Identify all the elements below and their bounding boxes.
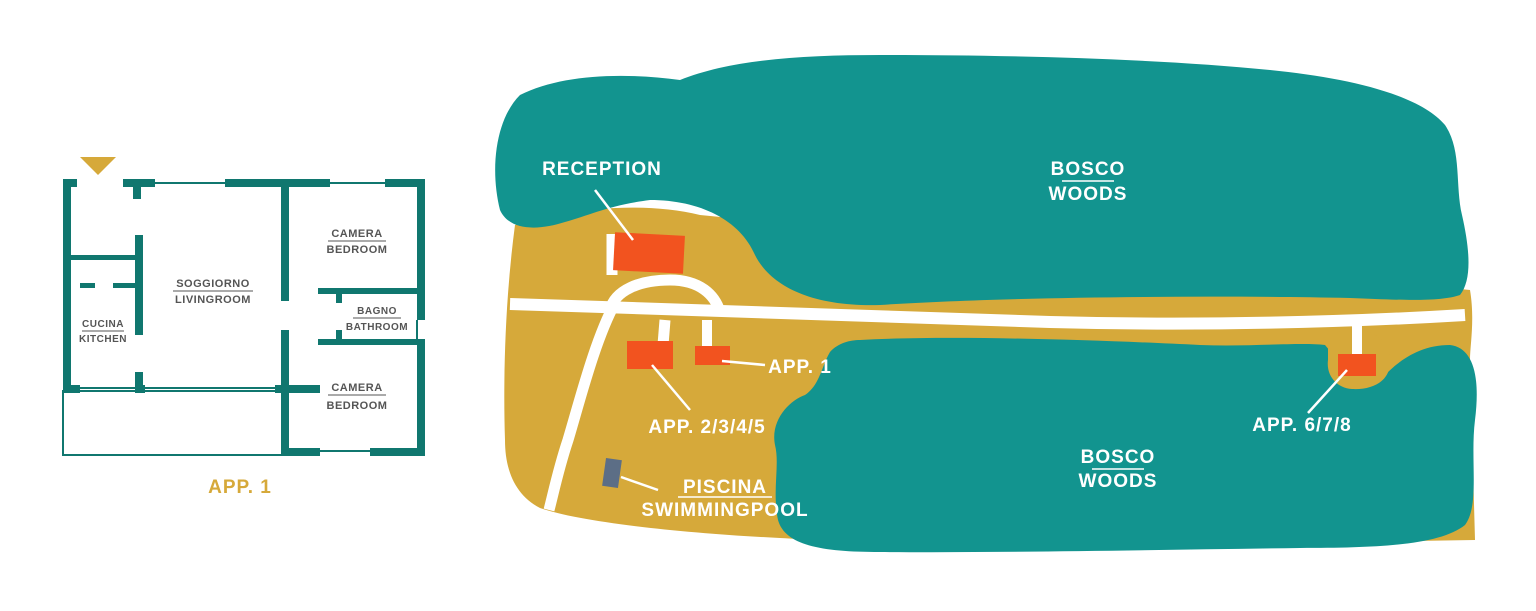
woods-bottom <box>774 337 1477 553</box>
label-woods-top-en: WOODS <box>1049 184 1128 205</box>
site-map: RECEPTION BOSCO WOODS APP. 1 APP. 2/3/4/… <box>495 55 1477 553</box>
app1-building[interactable] <box>695 346 730 365</box>
label-reception: RECEPTION <box>542 159 662 180</box>
reception-building[interactable] <box>613 232 685 274</box>
label-pool-en: SWIMMINGPOOL <box>641 500 808 521</box>
room-label-bathroom-it: BAGNO <box>357 306 397 317</box>
roads <box>509 234 1466 512</box>
label-pool-it: PISCINA <box>683 477 767 498</box>
window-lines <box>80 182 418 452</box>
room-label-bedroom-bottom-it: CAMERA <box>331 382 382 394</box>
road-app2345 <box>657 319 671 346</box>
floorplan-caption: APP. 1 <box>208 477 272 498</box>
label-app2345: APP. 2/3/4/5 <box>648 417 765 438</box>
label-woods-bottom-en: WOODS <box>1079 471 1158 492</box>
woods-top <box>495 55 1469 306</box>
room-label-living-en: LIVINGROOM <box>175 294 251 306</box>
label-app678: APP. 6/7/8 <box>1252 415 1351 436</box>
main-road <box>509 298 1466 330</box>
label-woods-top-it: BOSCO <box>1051 159 1126 180</box>
room-label-bedroom-top-en: BEDROOM <box>327 244 388 256</box>
road-south <box>543 300 620 512</box>
swimming-pool[interactable] <box>602 458 622 488</box>
room-label-living-it: SOGGIORNO <box>176 278 250 290</box>
label-app1: APP. 1 <box>768 357 832 378</box>
room-label-kitchen-en: KITCHEN <box>79 334 127 345</box>
leader-lines <box>594 189 1348 492</box>
app2345-building[interactable] <box>627 341 673 369</box>
terrace-outline <box>62 390 286 456</box>
road-loop <box>604 274 726 314</box>
walls <box>63 179 425 456</box>
room-label-kitchen-it: CUCINA <box>82 319 124 330</box>
room-label-bathroom-en: BATHROOM <box>346 322 408 333</box>
entrance-triangle-icon <box>80 157 116 175</box>
room-label-bedroom-top-it: CAMERA <box>331 228 382 240</box>
label-woods-bottom-it: BOSCO <box>1081 447 1156 468</box>
room-label-bedroom-bottom-en: BEDROOM <box>327 400 388 412</box>
floor-plan: CAMERA BEDROOM SOGGIORNO LIVINGROOM BAGN… <box>62 157 425 498</box>
